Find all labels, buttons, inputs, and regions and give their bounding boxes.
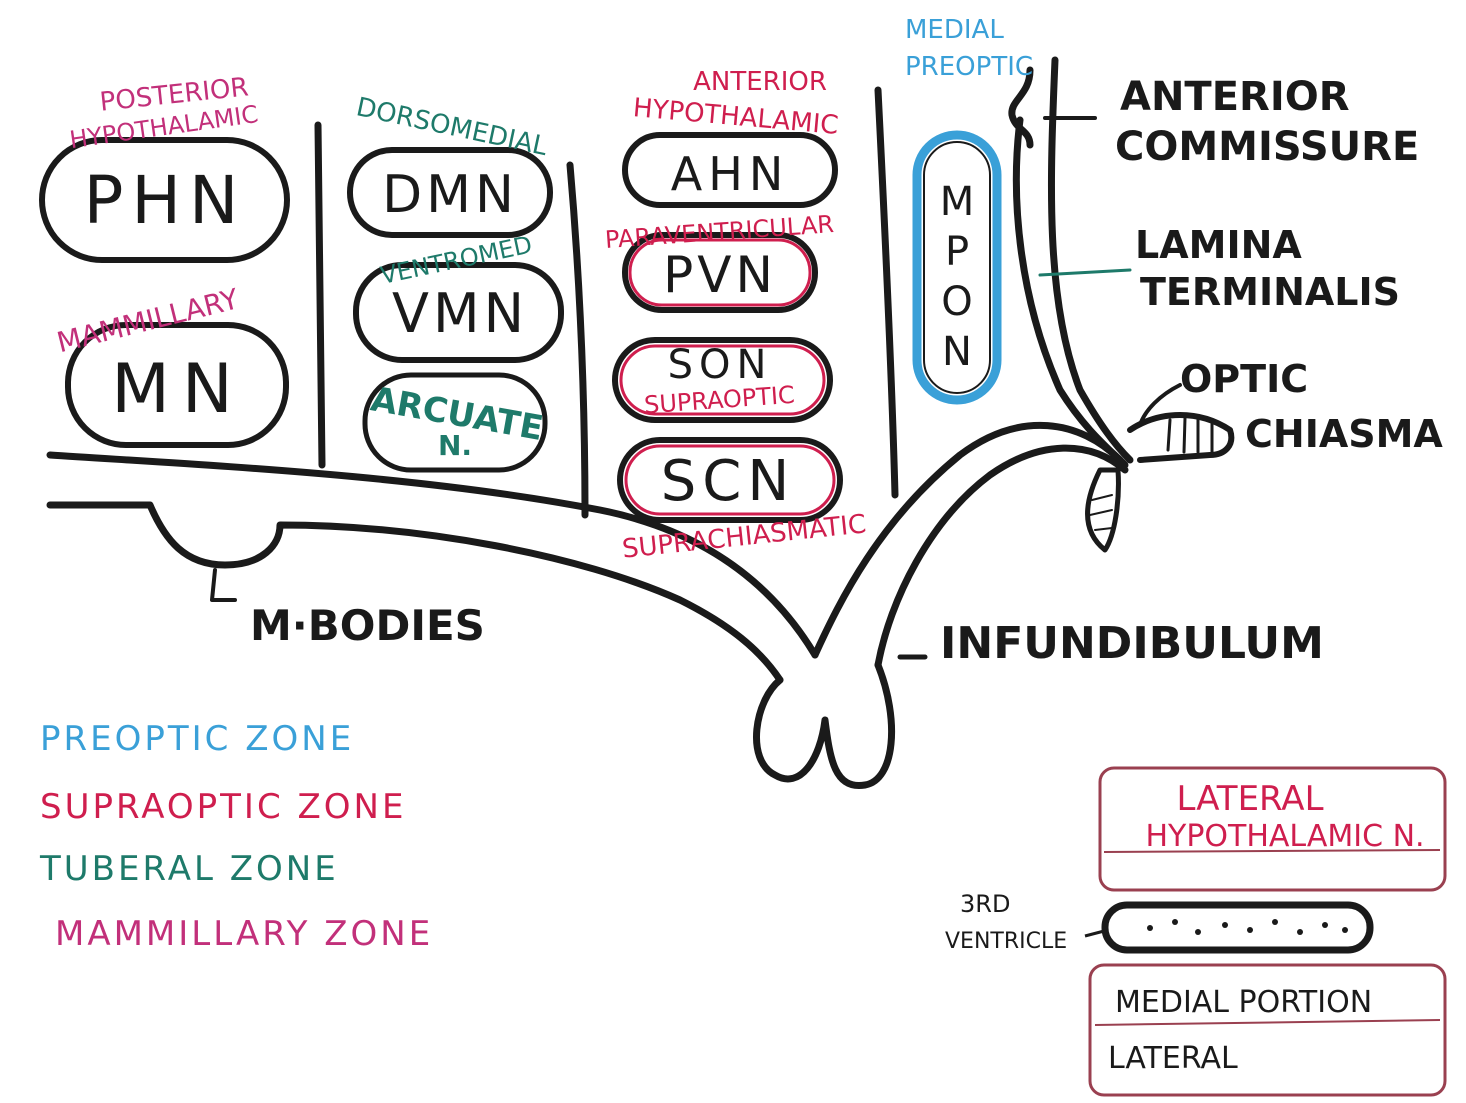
legend-mammillary: MAMMILLARY ZONE bbox=[55, 914, 433, 954]
lateral-label: LATERAL bbox=[1108, 1041, 1238, 1076]
mpon-letter: M bbox=[940, 179, 975, 225]
infundibulum-label: INFUNDIBULUM bbox=[940, 618, 1324, 669]
third-ventricle-label-1: 3RD bbox=[960, 890, 1010, 918]
lamina-label: LAMINA bbox=[1135, 223, 1302, 267]
legend-tuberal: TUBERAL ZONE bbox=[39, 849, 339, 889]
pvn-text: PVN bbox=[663, 246, 777, 304]
third-ventricle-label-2: VENTRICLE bbox=[945, 929, 1067, 954]
medial-label: MEDIAL bbox=[905, 15, 1004, 45]
legend-supraoptic: SUPRAOPTIC ZONE bbox=[40, 787, 406, 827]
anterior-label: ANTERIOR bbox=[693, 67, 827, 97]
preoptic-labels: MEDIAL PREOPTIC bbox=[905, 15, 1033, 82]
cross-section: LATERAL HYPOTHALAMIC N. 3RD VENTRICLE ME… bbox=[945, 768, 1445, 1095]
optic-tract-stub bbox=[1088, 470, 1119, 550]
zone-legend: PREOPTIC ZONE SUPRAOPTIC ZONE TUBERAL ZO… bbox=[39, 719, 433, 954]
m-bodies-pointer bbox=[212, 570, 235, 600]
divider-1 bbox=[318, 125, 322, 465]
preoptic-label: PREOPTIC bbox=[905, 52, 1033, 82]
phn-text: PHN bbox=[84, 162, 247, 239]
chiasma-label: CHIASMA bbox=[1245, 412, 1443, 456]
divider-3 bbox=[878, 90, 895, 495]
lamina-terminalis-line bbox=[1016, 120, 1125, 465]
mpon-letters: M P O N bbox=[940, 179, 975, 375]
optic-chiasma-shape bbox=[1130, 415, 1231, 460]
optic-label: OPTIC bbox=[1180, 357, 1308, 401]
mpon-letter: O bbox=[941, 279, 972, 325]
medial-portion-label: MEDIAL PORTION bbox=[1115, 985, 1372, 1020]
optic-tract-hatch bbox=[1090, 495, 1112, 530]
lateral-hypothalamic-label-2: HYPOTHALAMIC N. bbox=[1145, 819, 1424, 854]
medial-lateral-divider bbox=[1095, 1020, 1440, 1025]
terminalis-label: TERMINALIS bbox=[1140, 270, 1400, 314]
son-text: SON bbox=[668, 342, 773, 388]
ahn-text: AHN bbox=[671, 147, 789, 201]
lateral-hypothalamic-label-1: LATERAL bbox=[1176, 779, 1323, 819]
scn-text: SCN bbox=[661, 449, 796, 514]
m-bodies-label: M·BODIES bbox=[250, 601, 485, 650]
anterior-commissure-label-1: ANTERIOR bbox=[1120, 74, 1350, 120]
anterior-commissure-label-2: COMMISSURE bbox=[1115, 124, 1419, 170]
landmark-labels: ANTERIOR COMMISSURE LAMINA TERMINALIS OP… bbox=[250, 74, 1443, 669]
legend-preoptic: PREOPTIC ZONE bbox=[40, 719, 354, 759]
mpon-letter: P bbox=[945, 229, 969, 275]
arcuate-n-label: N. bbox=[438, 429, 472, 462]
divider-2 bbox=[570, 165, 585, 515]
mammillary-label: MAMMILLARY bbox=[54, 282, 243, 359]
pituitary-outline bbox=[756, 665, 891, 786]
ventromedial-label: VENTROMED bbox=[378, 230, 535, 289]
third-ventricle-shape bbox=[1105, 905, 1370, 950]
dmn-text: DMN bbox=[382, 165, 518, 225]
optic-chiasma-hatch bbox=[1168, 418, 1212, 452]
mn-text: MN bbox=[111, 350, 245, 429]
vmn-text: VMN bbox=[392, 282, 528, 345]
mpon-letter: N bbox=[942, 329, 972, 375]
